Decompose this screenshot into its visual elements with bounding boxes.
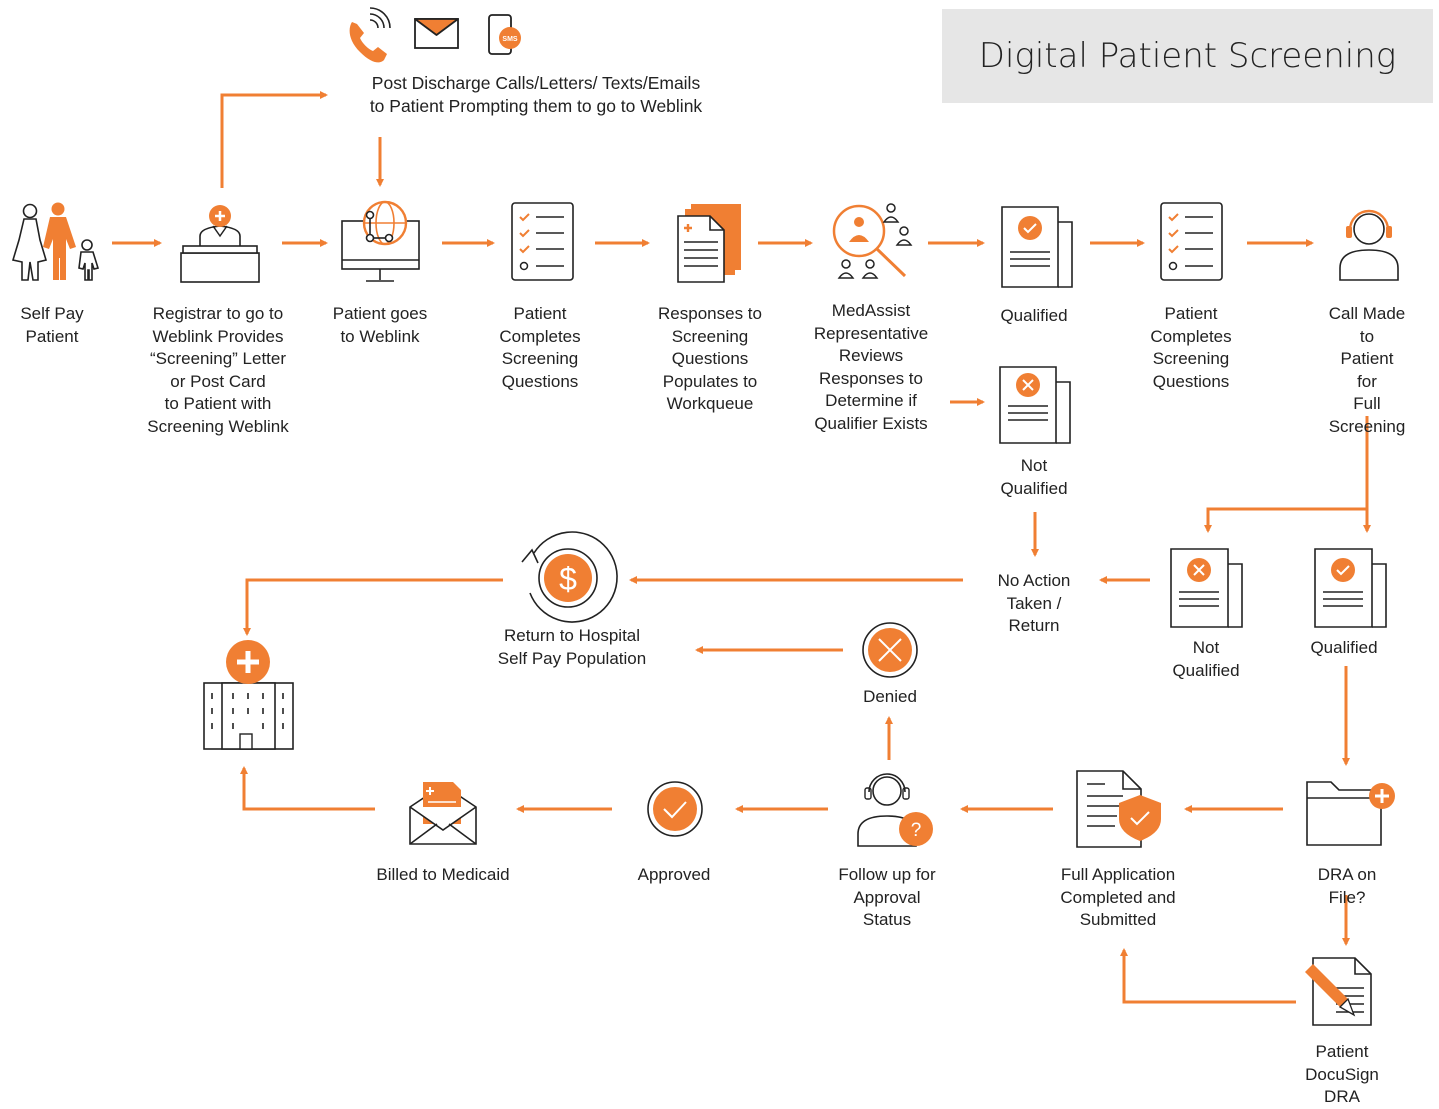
post-discharge-note: Post Discharge Calls/Letters/ Texts/Emai…	[369, 73, 703, 116]
envelope-icon	[414, 18, 459, 49]
phone-icon	[349, 7, 391, 63]
label-approved: Approved	[637, 865, 711, 884]
label-dra-on-file: DRA on File?	[1317, 865, 1377, 907]
documents-stack-icon	[677, 204, 741, 283]
arrow-registrar-postdischarge	[220, 91, 328, 188]
label-return-hospital: Return to Hospital Self Pay Population	[497, 626, 647, 668]
qualified-document-icon	[1001, 206, 1073, 288]
label-follow-up: Follow up for Approval Status	[838, 865, 936, 929]
denied-x-icon	[862, 622, 918, 678]
label-not-qualified: Not Qualified	[1000, 456, 1068, 498]
label-qualified-2: Qualified	[1310, 638, 1378, 657]
checklist-icon-2	[1160, 202, 1223, 281]
label-qualified: Qualified	[1000, 306, 1068, 325]
flow-diagram: SMS	[11, 7, 1399, 1026]
label-self-pay-patient: Self Pay Patient	[20, 304, 84, 346]
checklist-icon	[511, 202, 574, 281]
not-qualified-document-icon	[999, 366, 1071, 444]
dollar-return-icon: $	[521, 531, 618, 623]
arrow-billed-hospital	[240, 766, 375, 811]
flow-arrows	[112, 91, 1371, 1004]
family-icon	[11, 202, 100, 281]
arrow-docusign-fullapp	[1120, 948, 1296, 1004]
dollar-sign: $	[559, 561, 577, 597]
label-patient-goes-weblink: Patient goes to Weblink	[332, 304, 428, 346]
sms-phone-icon: SMS	[488, 14, 521, 55]
label-medassist-review: MedAssist Representative Reviews Respons…	[813, 301, 929, 433]
label-responses-workqueue: Responses to Screening Questions Populat…	[658, 304, 762, 413]
docusign-pen-icon	[1305, 957, 1372, 1026]
sms-badge-text: SMS	[502, 36, 518, 43]
page-title: Digital Patient Screening	[978, 36, 1397, 76]
registrar-icon	[180, 205, 260, 283]
question-mark: ?	[911, 820, 922, 841]
label-denied: Denied	[863, 687, 917, 706]
follow-up-agent-icon: ?	[857, 773, 933, 847]
not-qualified-document-icon-2	[1170, 548, 1243, 628]
application-shield-icon	[1076, 770, 1161, 848]
invoice-envelope-icon	[409, 782, 477, 845]
arrow-return-hospital	[243, 578, 503, 636]
label-call-made: Call Made to Patient for Full Screening	[1328, 304, 1406, 436]
label-patient-completes-questions: Patient Completes Screening Questions	[499, 304, 581, 391]
label-docusign-dra: Patient DocuSign DRA	[1305, 1042, 1379, 1106]
qualified-document-icon-2	[1314, 548, 1387, 628]
folder-plus-icon	[1306, 781, 1395, 846]
label-patient-completes-questions-2: Patient Completes Screening Questions	[1150, 304, 1232, 391]
approved-check-icon	[647, 781, 703, 837]
label-billed-medicaid: Billed to Medicaid	[376, 865, 510, 884]
label-no-action: No Action Taken / Return	[997, 571, 1071, 635]
title-box: Digital Patient Screening	[942, 9, 1433, 103]
medassist-search-icon	[832, 203, 913, 279]
label-registrar: Registrar to go to Weblink Provides “Scr…	[147, 304, 289, 436]
label-not-qualified-2: Not Qualified	[1172, 638, 1240, 680]
label-full-application: Full Application Completed and Submitted	[1060, 865, 1176, 929]
arrow-call-notqualified	[1204, 416, 1369, 533]
call-agent-icon	[1339, 209, 1399, 281]
hospital-icon	[203, 640, 294, 750]
monitor-globe-icon	[341, 200, 420, 282]
